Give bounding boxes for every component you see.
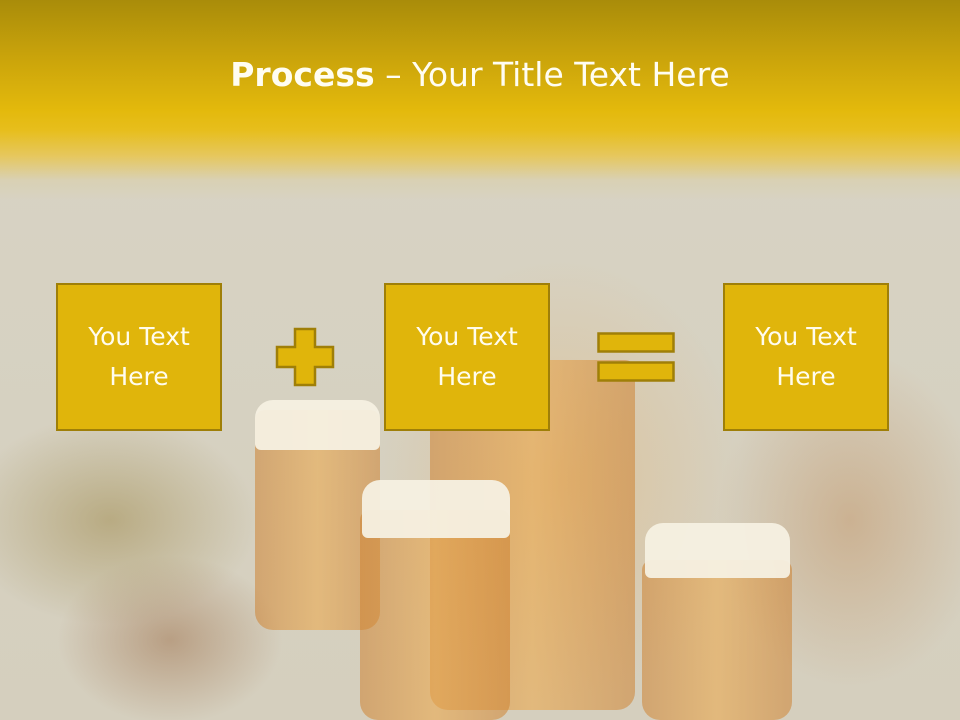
box-text: You Text Here <box>416 322 518 391</box>
plus-icon <box>275 327 335 387</box>
beer-foam <box>255 400 380 450</box>
title-bold: Process <box>230 55 375 94</box>
process-box-3: You Text Here <box>723 283 889 431</box>
process-box-2: You Text Here <box>384 283 550 431</box>
beer-foam <box>645 523 790 578</box>
beer-mug-center <box>360 510 510 720</box>
beer-foam <box>362 480 510 538</box>
process-box-1: You Text Here <box>56 283 222 431</box>
equals-icon <box>597 332 675 382</box>
box-text: You Text Here <box>88 322 190 391</box>
beer-mug-right <box>642 560 792 720</box>
title-rest: – Your Title Text Here <box>374 55 730 94</box>
header-band <box>0 0 960 200</box>
slide-title: Process – Your Title Text Here <box>0 55 960 95</box>
box-text: You Text Here <box>755 322 857 391</box>
